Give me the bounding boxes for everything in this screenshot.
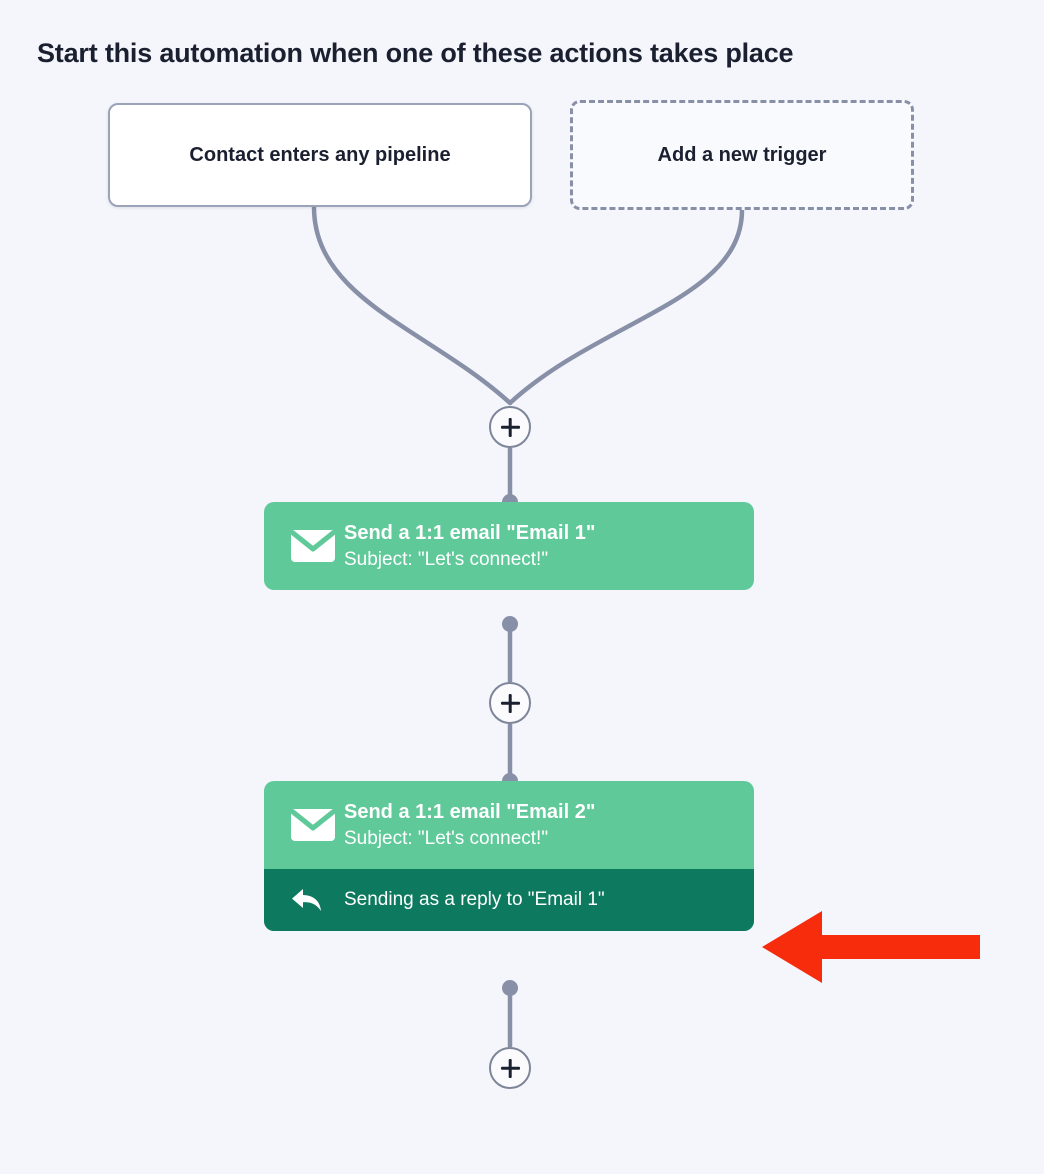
step-subject: Subject: "Let's connect!": [344, 827, 549, 849]
step-card-body: Send a 1:1 email "Email 2" Subject: "Let…: [264, 781, 754, 869]
red-pointer-arrow: [762, 905, 982, 989]
add-step-after-triggers-button[interactable]: [489, 406, 531, 448]
step-card-body: Send a 1:1 email "Email 1" Subject: "Let…: [264, 502, 754, 590]
add-step-between-emails-button[interactable]: [489, 682, 531, 724]
step-subject: Subject: "Let's connect!": [344, 548, 549, 570]
step-title: Send a 1:1 email "Email 1": [344, 521, 596, 544]
step-card-email-2[interactable]: Send a 1:1 email "Email 2" Subject: "Let…: [264, 781, 754, 931]
reply-arrow-icon: [290, 885, 344, 915]
page-title: Start this automation when one of these …: [37, 38, 794, 68]
envelope-icon: [290, 528, 344, 564]
step-title: Send a 1:1 email "Email 2": [344, 800, 596, 823]
add-step-end-button[interactable]: [489, 1047, 531, 1089]
plus-icon: [501, 1059, 520, 1078]
reply-banner[interactable]: Sending as a reply to "Email 1": [264, 869, 754, 931]
step-card-email-1[interactable]: Send a 1:1 email "Email 1" Subject: "Let…: [264, 502, 754, 590]
plus-icon: [501, 694, 520, 713]
add-new-trigger-button[interactable]: Add a new trigger: [570, 100, 914, 210]
envelope-icon: [290, 807, 344, 843]
add-trigger-label: Add a new trigger: [657, 143, 827, 166]
trigger-label: Contact enters any pipeline: [189, 143, 451, 166]
trigger-contact-enters-pipeline[interactable]: Contact enters any pipeline: [108, 103, 532, 207]
reply-banner-label: Sending as a reply to "Email 1": [344, 889, 605, 910]
plus-icon: [501, 418, 520, 437]
step-card-text: Send a 1:1 email "Email 2" Subject: "Let…: [344, 801, 595, 850]
step-card-text: Send a 1:1 email "Email 1" Subject: "Let…: [344, 522, 595, 571]
